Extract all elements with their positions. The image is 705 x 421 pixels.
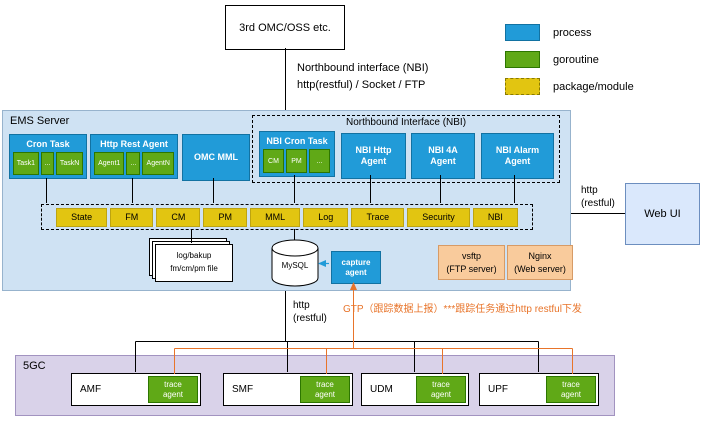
- gtp-note: GTP（跟踪数据上报）***跟踪任务通过http restful下发: [343, 304, 582, 315]
- agent1-goroutine: Agent1: [94, 152, 125, 175]
- nbi-group: Northbound Interface (NBI) NBI Cron Task…: [252, 115, 560, 183]
- module-cm: CM: [156, 207, 201, 227]
- capture-agent-box: capture agent: [331, 251, 381, 284]
- udm-trace-agent: trace agent: [416, 376, 466, 403]
- cron-task-subs: Task1 ... TaskN: [13, 152, 83, 175]
- upf-node: UPF trace agent: [479, 373, 599, 406]
- legend-item-goroutine: goroutine: [505, 51, 634, 68]
- nbi-4a-agent-box: NBI 4A Agent: [411, 133, 475, 179]
- legend-item-process: process: [505, 24, 634, 41]
- nbi-caption-line2: http(restful) / Socket / FTP: [297, 79, 426, 91]
- udm-node: UDM trace agent: [361, 373, 469, 406]
- module-state: State: [56, 207, 108, 227]
- mysql-database: MySQL: [271, 239, 319, 287]
- ems-server-title: EMS Server: [10, 115, 70, 127]
- document-stack-icon: [155, 244, 233, 282]
- module-mml: MML: [250, 207, 301, 227]
- nginx-server-box: Nginx (Web server): [507, 245, 573, 280]
- module-nbi: NBI: [472, 207, 519, 227]
- smf-node: SMF trace agent: [223, 373, 353, 406]
- nbi-caption-line1: Northbound interface (NBI): [297, 62, 429, 74]
- webui-link-label: http (restful): [581, 185, 615, 209]
- agentn-goroutine: AgentN: [142, 152, 174, 175]
- legend-label-process: process: [553, 26, 592, 39]
- omc-oss-box: 3rd OMC/OSS etc.: [225, 5, 345, 50]
- http-rest-agent-title: Http Rest Agent: [100, 139, 168, 149]
- legend-item-package: package/module: [505, 78, 634, 95]
- nbi-ellipsis-goroutine: ...: [309, 149, 330, 173]
- module-pm: PM: [203, 207, 248, 227]
- mysql-label: MySQL: [281, 261, 309, 270]
- nbi-alarm-agent-box: NBI Alarm Agent: [481, 133, 554, 179]
- ems-server-container: EMS Server Cron Task Task1 ... TaskN Htt…: [2, 110, 573, 291]
- amf-node: AMF trace agent: [71, 373, 201, 406]
- module-trace: Trace: [351, 207, 405, 227]
- omc-mml-box: OMC MML: [182, 134, 250, 181]
- database-cylinder-icon: [271, 239, 319, 287]
- task-ellipsis-goroutine: ...: [40, 152, 55, 175]
- nbi-http-agent-box: NBI Http Agent: [341, 133, 406, 179]
- vsftp-server-box: vsftp (FTP server): [438, 245, 505, 280]
- module-fm: FM: [110, 207, 154, 227]
- module-log: Log: [303, 207, 349, 227]
- cron-task-box: Cron Task Task1 ... TaskN: [9, 134, 87, 179]
- web-ui-box: Web UI: [625, 183, 700, 245]
- package-swatch-icon: [505, 78, 540, 95]
- taskn-goroutine: TaskN: [56, 152, 83, 175]
- udm-label: UDM: [370, 384, 393, 395]
- nbi-cron-task-box: NBI Cron Task CM PM ...: [259, 131, 335, 177]
- smf-trace-agent: trace agent: [300, 376, 350, 403]
- upf-label: UPF: [488, 384, 508, 395]
- legend-label-package: package/module: [553, 80, 634, 93]
- upf-trace-agent: trace agent: [546, 376, 596, 403]
- legend-label-goroutine: goroutine: [553, 53, 599, 66]
- smf-label: SMF: [232, 384, 254, 395]
- nbi-cron-task-title: NBI Cron Task: [266, 136, 328, 146]
- module-bar: State FM CM PM MML Log Trace Security NB…: [41, 204, 533, 230]
- cron-task-title: Cron Task: [26, 139, 70, 149]
- goroutine-swatch-icon: [505, 51, 540, 68]
- process-swatch-icon: [505, 24, 540, 41]
- http-rest-agent-box: Http Rest Agent Agent1 ... AgentN: [90, 134, 178, 179]
- module-security: Security: [407, 207, 470, 227]
- amf-trace-agent: trace agent: [148, 376, 198, 403]
- legend: process goroutine package/module: [505, 24, 634, 105]
- nbi-cron-task-subs: CM PM ...: [263, 149, 331, 173]
- south-http-label: http (restful): [293, 300, 327, 324]
- agent-ellipsis-goroutine: ...: [126, 152, 141, 175]
- file-store: log/bakup fm/cm/pm file: [149, 238, 233, 282]
- cm-goroutine: CM: [263, 149, 284, 173]
- nbi-group-title: Northbound Interface (NBI): [345, 117, 467, 128]
- http-rest-agent-subs: Agent1 ... AgentN: [94, 152, 174, 175]
- pm-goroutine: PM: [286, 149, 307, 173]
- task1-goroutine: Task1: [13, 152, 39, 175]
- fivegc-container: 5GC AMF trace agent SMF trace agent UDM …: [15, 355, 615, 416]
- amf-label: AMF: [80, 384, 102, 395]
- file-store-label: log/bakup fm/cm/pm file: [170, 251, 218, 273]
- fivegc-title: 5GC: [23, 360, 46, 372]
